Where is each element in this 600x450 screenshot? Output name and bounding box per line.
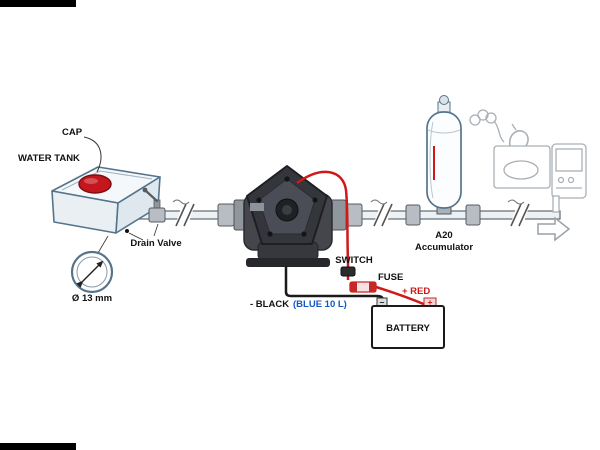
faucet-icon xyxy=(508,130,529,147)
drain-dot xyxy=(125,229,129,233)
battery-minus-sign: – xyxy=(380,297,385,307)
switch-label: SWITCH xyxy=(335,255,373,266)
wire-negative-label: - BLACK xyxy=(250,299,289,310)
drain-dot-leader xyxy=(128,232,144,241)
water-tank xyxy=(51,166,161,234)
accumulator-model-label: A20 xyxy=(435,230,452,241)
cap-leader-line xyxy=(83,136,102,173)
pipe-break-icon xyxy=(172,199,530,227)
battery xyxy=(371,297,445,349)
fuse-component xyxy=(349,281,377,293)
drain-valve-leader xyxy=(153,223,159,237)
fuse-label: FUSE xyxy=(378,272,403,283)
battery-plus-sign: + xyxy=(428,297,433,307)
battery-body xyxy=(371,305,445,349)
cap-label: CAP xyxy=(62,127,83,138)
pipe-fitting xyxy=(405,204,481,226)
water-tank-label: WATER TANK xyxy=(18,153,80,164)
sink-fixture xyxy=(469,109,587,213)
drain-valve-label: Drain Valve xyxy=(130,238,181,249)
crop-bar-bottom xyxy=(0,443,76,450)
diameter-arrow-icon xyxy=(76,260,104,288)
pump xyxy=(217,165,363,267)
wire-negative-note-label: (BLUE 10 L) xyxy=(293,299,347,310)
wire-positive-label: + RED xyxy=(402,286,430,297)
crop-bar-top xyxy=(0,0,76,7)
pipe-diameter-label: Ø 13 mm xyxy=(72,293,112,304)
battery-label: BATTERY xyxy=(386,323,430,334)
tank-cap xyxy=(78,174,112,194)
diameter-callout xyxy=(70,235,114,294)
drain-valve xyxy=(142,187,166,223)
accumulator-name-label: Accumulator xyxy=(415,242,473,253)
wire-red xyxy=(296,170,350,280)
accumulator xyxy=(426,95,462,215)
flow-arrow-icon xyxy=(537,216,571,242)
switch-component xyxy=(340,266,356,277)
